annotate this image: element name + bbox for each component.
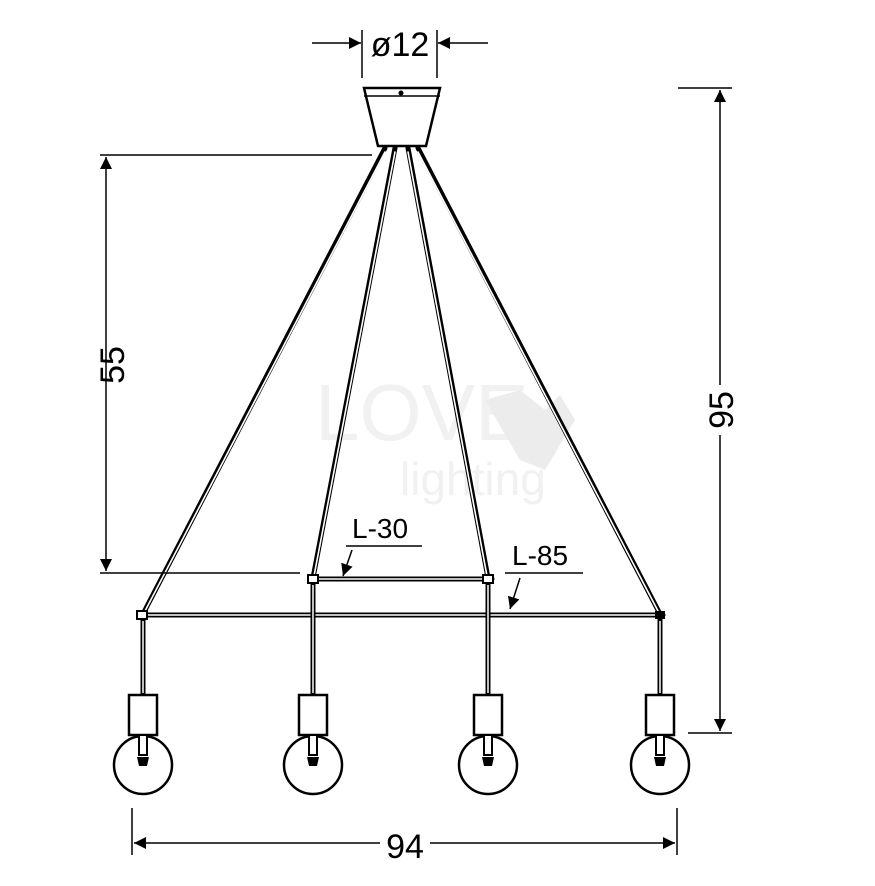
lamp-socket xyxy=(472,693,504,737)
label-l30: L-30 xyxy=(352,513,408,544)
label-inner-bar: L-30 xyxy=(341,513,422,577)
label-outer-bar: L-85 xyxy=(505,540,583,610)
lamp-socket xyxy=(644,693,676,737)
dimension-label-drop: 55 xyxy=(94,346,132,384)
label-l85: L-85 xyxy=(512,540,568,571)
dimension-label-width: 94 xyxy=(386,828,424,866)
pendant-lamp xyxy=(457,583,519,796)
dimension-label-diameter: ø12 xyxy=(371,26,430,64)
lamp-socket xyxy=(297,693,329,737)
suspension-rods xyxy=(136,145,666,620)
pendant-lamp xyxy=(282,583,344,796)
dimension-canopy-diameter xyxy=(312,30,488,78)
watermark-logo: LOVE lighting xyxy=(315,368,575,505)
dimension-drop-height xyxy=(100,154,372,574)
filament xyxy=(137,757,149,766)
pendant-lamp xyxy=(112,619,174,796)
dimension-label-height: 95 xyxy=(703,391,741,429)
filament xyxy=(482,757,494,766)
lamp-socket xyxy=(127,693,159,737)
filament xyxy=(307,757,319,766)
filament xyxy=(654,757,666,766)
pendant-group xyxy=(112,583,691,796)
pendant-lamp xyxy=(629,619,691,796)
canopy xyxy=(362,86,442,148)
